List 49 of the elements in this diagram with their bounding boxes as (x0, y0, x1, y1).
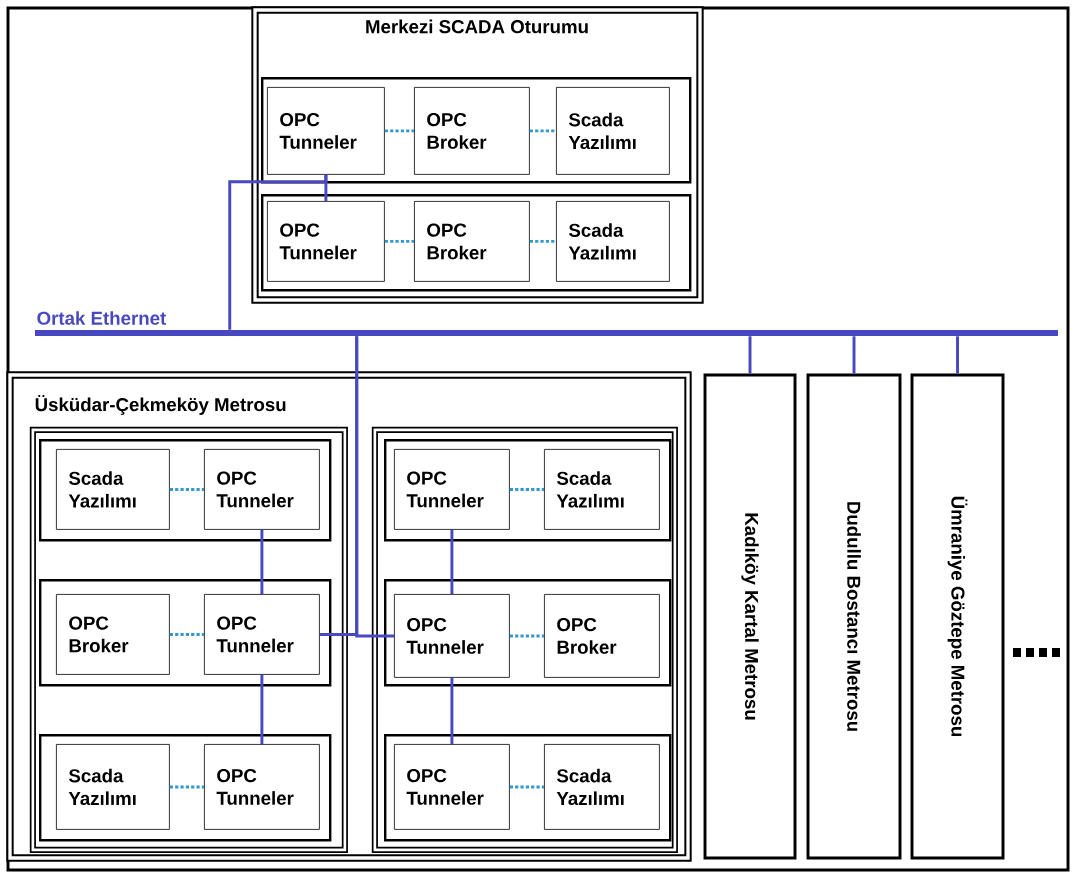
component-box: OPC Tunneler (204, 744, 320, 830)
connector-line (384, 239, 414, 243)
component-box: OPC Broker (414, 201, 530, 282)
component-box: Scada Yazılımı (556, 201, 670, 282)
row-box (39, 439, 332, 542)
row-box (39, 734, 332, 842)
component-box: Scada Yazılımı (544, 449, 660, 530)
connector-line (529, 129, 556, 133)
connector-line (260, 674, 264, 744)
connector-line (509, 634, 544, 638)
component-box: OPC Tunneler (394, 594, 510, 678)
row-box (384, 579, 672, 687)
component-box: OPC Tunneler (394, 744, 510, 830)
column-box (29, 426, 348, 853)
row-box (261, 77, 692, 184)
component-box: OPC Tunneler (394, 449, 510, 530)
connector-line (169, 487, 204, 491)
row-box (384, 734, 672, 842)
connector-line (450, 677, 454, 744)
connector-line (169, 785, 204, 789)
connector-line (169, 632, 204, 636)
network-bus: Ortak Ethernet (35, 311, 1058, 336)
connector-line (852, 336, 856, 374)
row-box (261, 194, 692, 292)
component-box: Scada Yazılımı (56, 744, 170, 830)
connector-line (355, 336, 394, 638)
component-box: OPC Tunneler (267, 201, 385, 282)
component-box: Scada Yazılımı (556, 87, 670, 175)
row-box (384, 439, 672, 542)
component-box: OPC Tunneler (204, 594, 320, 675)
component-box: Scada Yazılımı (56, 449, 170, 530)
connector-line (509, 785, 544, 789)
connector-line (384, 129, 414, 133)
component-box: Scada Yazılımı (544, 744, 660, 830)
component-box: OPC Broker (56, 594, 170, 675)
connector-line (748, 336, 752, 374)
connector-line (509, 487, 544, 491)
component-box: OPC Tunneler (267, 87, 385, 175)
connector-line (228, 174, 328, 330)
row-box (39, 579, 332, 687)
component-box: OPC Tunneler (204, 449, 320, 530)
component-box: OPC Broker (414, 87, 530, 175)
column-box (371, 426, 678, 853)
connector-line (956, 336, 959, 374)
connector-line (450, 529, 454, 594)
component-box: OPC Broker (544, 594, 660, 678)
connector-line (260, 529, 264, 594)
node-label: Ortak Ethernet (37, 311, 167, 325)
connector-line (529, 239, 556, 243)
